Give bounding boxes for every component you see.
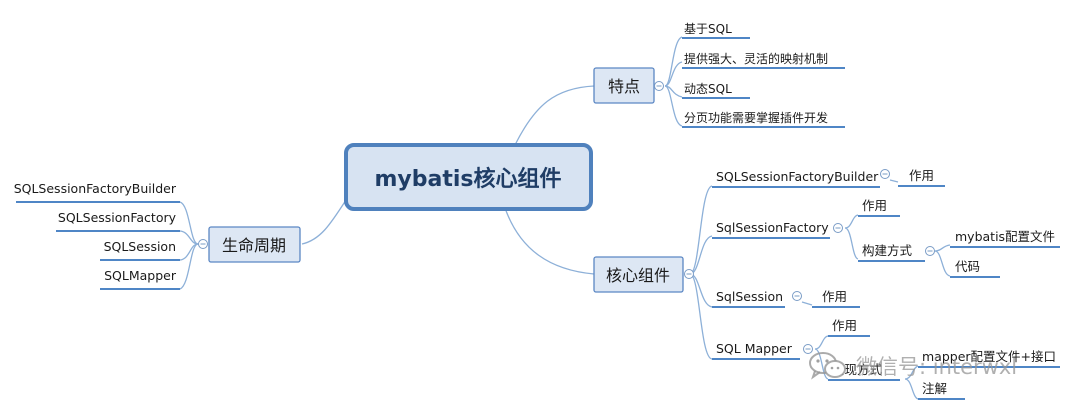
core-node[interactable]: 核心组件: [593, 256, 684, 293]
lifecycle-node[interactable]: 生命周期: [208, 226, 301, 263]
connector-center-features: [514, 85, 595, 146]
center-node-label: mybatis核心组件: [374, 166, 561, 192]
lifecycle-collapse-toggle[interactable]: [198, 239, 208, 249]
session-role: 作用: [822, 289, 847, 304]
build-option: mybatis配置文件: [955, 229, 1055, 244]
builder-role: 作用: [909, 168, 934, 183]
watermark: 微信号: interwxl: [808, 348, 1017, 384]
mapper-impl-option: 注解: [922, 381, 947, 396]
connector-center-core: [504, 207, 595, 275]
factory-build-label: 构建方式: [862, 243, 913, 258]
feature-item: 分页功能需要掌握插件开发: [684, 110, 828, 125]
factory-collapse-toggle[interactable]: [833, 223, 843, 233]
connector-lines: [179, 36, 951, 400]
feature-item: 基于SQL: [684, 22, 732, 36]
wechat-icon: [808, 351, 848, 381]
feature-item: 动态SQL: [684, 82, 732, 96]
lifecycle-node-label: 生命周期: [222, 236, 286, 255]
core-node-label: 核心组件: [606, 266, 670, 285]
session-collapse-toggle[interactable]: [792, 291, 802, 301]
core-session-branch: SqlSession 作用: [712, 289, 860, 308]
build-collapse-toggle[interactable]: [925, 246, 935, 256]
watermark-text: 微信号: interwxl: [856, 355, 1018, 379]
features-node-label: 特点: [608, 77, 640, 96]
core-mapper-label: SQL Mapper: [716, 341, 793, 356]
factory-role: 作用: [862, 198, 887, 213]
lifecycle-item: SQLSession: [104, 239, 176, 254]
core-builder-branch: SQLSessionFactoryBuilder 作用: [712, 168, 945, 188]
lifecycle-item: SQLMapper: [104, 268, 177, 283]
features-node[interactable]: 特点: [593, 67, 655, 104]
lifecycle-item: SQLSessionFactoryBuilder: [14, 181, 177, 196]
features-items: 基于SQL 提供强大、灵活的映射机制 动态SQL 分页功能需要掌握插件开发: [682, 22, 845, 128]
mapper-impl-option: mapper配置文件+接口: [922, 349, 1056, 364]
connector-center-lifecycle: [301, 199, 347, 245]
lifecycle-items: SQLSessionFactoryBuilder SQLSessionFacto…: [14, 181, 180, 290]
core-factory-branch: SqlSessionFactory 作用 构建方式 mybatis配置文件 代码: [712, 198, 1060, 278]
feature-item: 提供强大、灵活的映射机制: [684, 51, 828, 66]
builder-collapse-toggle[interactable]: [880, 169, 890, 179]
features-collapse-toggle[interactable]: [654, 81, 664, 91]
core-factory-label: SqlSessionFactory: [716, 220, 829, 235]
lifecycle-item: SQLSessionFactory: [58, 210, 177, 225]
mapper-role: 作用: [832, 318, 857, 333]
core-session-label: SqlSession: [716, 289, 783, 304]
center-node[interactable]: mybatis核心组件: [344, 143, 593, 211]
core-collapse-toggle[interactable]: [684, 269, 694, 279]
core-builder-label: SQLSessionFactoryBuilder: [716, 169, 879, 184]
build-option: 代码: [955, 259, 980, 274]
mapper-collapse-toggle[interactable]: [803, 344, 813, 354]
core-mapper-branch: SQL Mapper 作用 实现方式 mapper配置文件+接口 注解: [712, 318, 1060, 400]
